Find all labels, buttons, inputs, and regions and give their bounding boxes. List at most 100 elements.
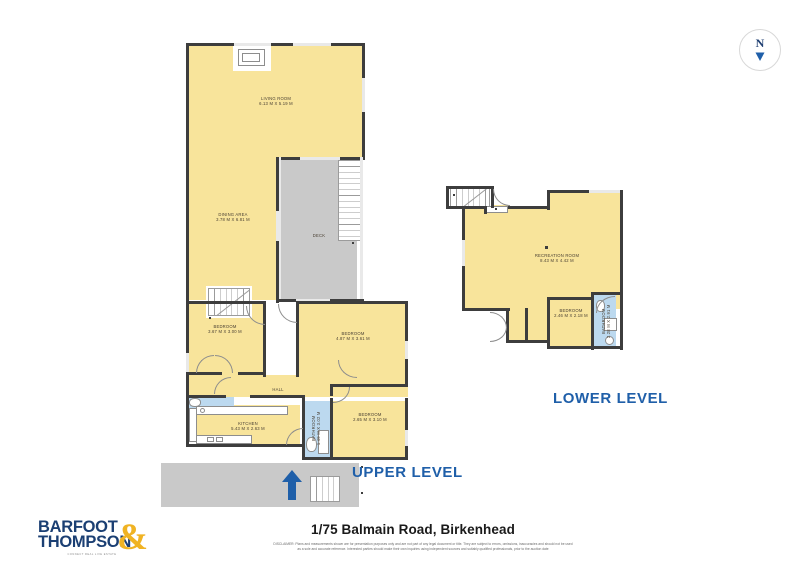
- disclaimer-line-2: as a sole and accurate reference. Intere…: [297, 547, 549, 551]
- wall-segment: [302, 457, 408, 460]
- wall-segment: [330, 398, 333, 458]
- wall-segment: [238, 372, 266, 375]
- room-label-dining-area: DINING AREA 3.78 M X 6.81 M: [216, 212, 250, 223]
- room-label-bedroom-upper-main: BEDROOM 4.87 M X 3.61 M: [336, 331, 370, 342]
- wall-segment: [446, 186, 494, 189]
- stair-marker-lower: [453, 194, 456, 197]
- wall-segment: [276, 157, 279, 211]
- wall-segment: [186, 301, 266, 304]
- bench-marker: [495, 208, 498, 211]
- window-fixture-inner: [242, 53, 260, 62]
- wall-segment: [362, 112, 365, 160]
- entry-arrow-icon: [282, 470, 302, 500]
- wall-segment: [186, 375, 189, 399]
- wall-segment: [506, 340, 550, 343]
- wall-segment: [186, 444, 302, 447]
- wall-segment: [547, 190, 589, 193]
- brand-ampersand: &: [117, 517, 148, 558]
- wall-segment: [186, 303, 189, 353]
- wall-segment: [296, 301, 408, 304]
- wall-segment: [591, 292, 623, 295]
- wall-segment: [330, 384, 333, 396]
- wall-window-segment: [362, 78, 365, 112]
- patio-marker-2: [361, 492, 364, 495]
- room-label-hall: HALL: [272, 387, 284, 392]
- brand-tagline: CONNECT REAL LIVE ESTATE: [67, 553, 117, 556]
- wall-segment: [547, 346, 623, 349]
- toilet-fixture-upper: [306, 437, 317, 452]
- lower-stairs-diagonal: [450, 188, 490, 207]
- deck-stairs: [338, 160, 361, 241]
- room-label-living-room: LIVING ROOM 6.13 M X 5.19 M: [259, 96, 293, 107]
- wall-segment: [405, 398, 408, 430]
- stair-marker-upper: [209, 317, 212, 320]
- wall-window-segment: [405, 430, 408, 446]
- wall-segment: [620, 190, 623, 294]
- lower-utility-nook: [508, 309, 548, 341]
- wall-window-segment: [296, 299, 330, 302]
- wall-window-segment: [234, 43, 271, 46]
- wall-window-segment: [300, 157, 340, 160]
- wall-segment: [186, 43, 234, 46]
- wall-segment: [405, 446, 408, 460]
- deck-rail: [360, 157, 363, 302]
- wall-segment: [263, 343, 266, 377]
- wall-segment: [405, 301, 408, 341]
- door-swing: [493, 189, 510, 206]
- disclaimer-line-1: DISCLAIMER: Plans and measurements shown…: [273, 542, 573, 546]
- wall-segment: [296, 333, 299, 377]
- room-label-bedroom-upper-left: BEDROOM 3.67 M X 3.00 M: [208, 324, 242, 335]
- compass-rose: N: [739, 29, 781, 71]
- room-living-room: [188, 43, 364, 158]
- wall-segment: [331, 43, 365, 46]
- wall-opening: [276, 211, 279, 241]
- kitchen-sink-2: [216, 437, 223, 442]
- room-hall: [188, 375, 408, 397]
- wall-segment: [302, 395, 305, 457]
- room-bedroom-upper-rear: [332, 401, 408, 457]
- room-label-deck: DECK: [312, 233, 326, 238]
- door-swing: [490, 312, 507, 328]
- level-label-lower: LOWER LEVEL: [553, 390, 668, 407]
- room-label-bathroom-upper: BATHROOM 1.49 M X 3.02 M: [310, 411, 321, 446]
- recreation-room-marker: [545, 246, 548, 249]
- deck-rail: [278, 157, 281, 302]
- kitchen-bench-bottom: [196, 435, 252, 444]
- wall-segment: [547, 190, 550, 210]
- basin-fixture-lower: [605, 336, 614, 345]
- room-dining-area: [188, 158, 278, 300]
- wall-window-segment: [293, 43, 331, 46]
- kitchen-sink: [207, 437, 214, 442]
- wall-segment: [250, 395, 302, 398]
- room-label-kitchen: KITCHEN 5.43 M X 2.63 M: [231, 421, 265, 432]
- wall-segment: [506, 308, 509, 342]
- wall-segment: [508, 206, 550, 209]
- wall-segment: [405, 359, 408, 387]
- brand-name-line-2: THOMPSON: [38, 533, 131, 551]
- recreation-room-extension: [548, 191, 622, 211]
- door-swing: [490, 327, 507, 342]
- compass-north-label: N: [755, 36, 765, 50]
- wall-segment: [547, 297, 550, 349]
- wall-segment: [333, 384, 408, 387]
- room-bedroom-lower: [550, 299, 592, 347]
- front-entry-stairs: [310, 476, 340, 502]
- wall-segment: [620, 292, 623, 350]
- wall-segment: [525, 308, 528, 342]
- patio-marker-1: [361, 466, 364, 469]
- wall-segment: [547, 297, 593, 300]
- wall-segment: [491, 186, 494, 208]
- shower-fixture-upper: [318, 430, 329, 454]
- wall-segment: [186, 43, 189, 305]
- wall-segment: [276, 241, 279, 303]
- wall-segment: [186, 157, 188, 160]
- room-label-bedroom-lower: BEDROOM 2.46 M X 2.18 M: [554, 308, 588, 319]
- wall-segment: [591, 292, 594, 350]
- door-swing: [278, 304, 297, 323]
- room-label-bathroom-lower: BATHROOM 2.28 M X 2.91 M: [600, 304, 611, 339]
- wall-segment: [296, 303, 299, 333]
- property-address: 1/75 Balmain Road, Birkenhead: [311, 522, 515, 537]
- wall-window-segment: [589, 190, 623, 193]
- room-label-bedroom-upper-rear: BEDROOM 2.65 M X 3.10 M: [353, 412, 387, 423]
